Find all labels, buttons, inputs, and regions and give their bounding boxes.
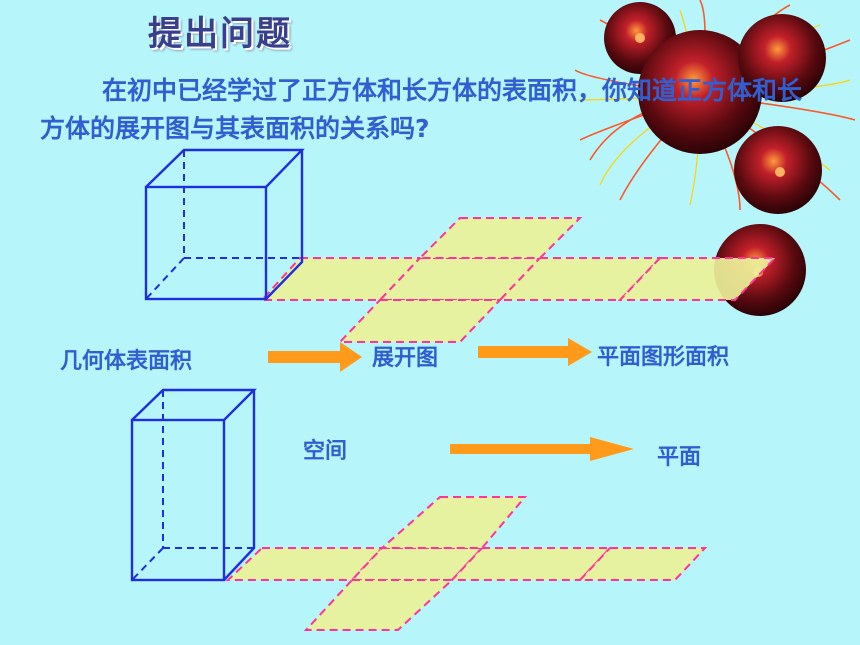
label-plane: 平面	[657, 445, 702, 470]
cuboid-net-bottom	[225, 496, 708, 631]
label-solid-area: 几何体表面积	[60, 349, 193, 374]
fireworks-decoration	[574, 0, 856, 316]
cuboid-bottom	[130, 388, 257, 582]
label-plane-area: 平面图形面积	[597, 345, 730, 370]
page-title: 提出问题	[148, 14, 292, 54]
cuboid-top	[144, 148, 305, 301]
label-unfolding: 展开图	[372, 346, 439, 371]
label-space: 空间	[303, 439, 348, 464]
intro-question: 在初中已经学过了正方体和长方体的表面积，你知道正方体和长方体的展开图与其表面积的…	[40, 76, 803, 143]
orange-arrow	[268, 338, 634, 461]
cuboid-net-top	[259, 217, 778, 343]
